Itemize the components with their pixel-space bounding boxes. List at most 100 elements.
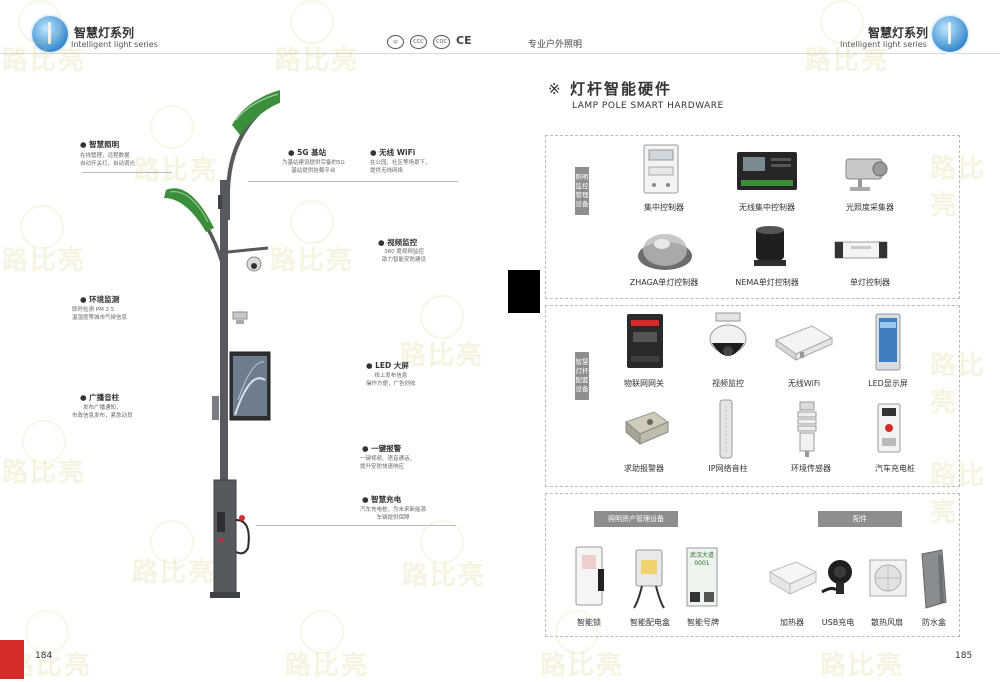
- watermark: 路比亮: [400, 341, 485, 371]
- feature-desc: 为基站建设提供完备的5G 基站提供挂载平台: [282, 160, 345, 174]
- item-label: 视频监控: [712, 379, 744, 388]
- page-tab-marker: [508, 270, 540, 313]
- feature-desc: 360 度视频监控 助力智能安防建设: [382, 249, 427, 263]
- feature-desc: 汽车充电桩，为未来新能源 车辆提供保障: [360, 507, 427, 521]
- group-label-assets: 照明资产管理设备: [594, 511, 678, 527]
- page-number-left: 184: [35, 651, 53, 661]
- nema-controller-icon: [754, 226, 786, 266]
- feature-title: ● 智慧照明: [80, 140, 120, 149]
- watermark: 路比亮: [2, 458, 87, 488]
- item-label: 集中控制器: [644, 203, 684, 212]
- item-label: 智能配电盒: [630, 618, 670, 627]
- feature-title: ● 智慧充电: [362, 495, 402, 504]
- red-page-tab: [0, 640, 24, 679]
- watermark: 路比亮: [820, 651, 905, 681]
- item-label: USB充电: [821, 618, 855, 627]
- callout-line: [248, 181, 458, 182]
- item-label: 光照度采集器: [846, 203, 894, 212]
- usb-charger-icon: [821, 560, 852, 594]
- wireless-concentrator-icon: [737, 152, 797, 190]
- item-label: 智能号牌: [687, 618, 719, 627]
- feature-desc: 发布广播通知， 市政信息发布，紧急动员: [72, 405, 133, 419]
- watermark: 路比亮: [270, 246, 355, 276]
- smart-distribution-box-icon: [633, 549, 665, 609]
- header-rule: [0, 53, 1000, 54]
- item-label: 物联网网关: [624, 379, 664, 388]
- feature-desc: 在线管理，远程数据 自动开关灯，自动调光: [80, 153, 136, 167]
- ev-charger-icon: [877, 403, 901, 453]
- item-label: 无线WiFi: [787, 379, 821, 388]
- light-sensor-icon: [845, 158, 888, 191]
- feature-title: ● 广播音柱: [80, 393, 120, 402]
- ce-icon: CE: [456, 34, 472, 47]
- item-label: 加热器: [780, 618, 804, 627]
- page-number-right: 185: [955, 651, 973, 661]
- right-header-title: 智慧灯系列: [868, 26, 929, 40]
- section-title-mark: ※: [548, 80, 561, 98]
- plate-text: 武汉大道 0001: [690, 552, 715, 567]
- item-label: 环境传感器: [791, 464, 831, 473]
- watermark-ring: [290, 0, 334, 44]
- feature-title: ● LED 大屏: [366, 361, 409, 370]
- iot-gateway-icon: [627, 314, 663, 368]
- zhaga-controller-icon: [638, 234, 692, 270]
- item-label: 智能锁: [577, 618, 601, 627]
- item-label: IP网络音柱: [708, 464, 748, 473]
- watermark: 路比亮: [402, 561, 487, 591]
- item-label: 防水盒: [922, 618, 946, 627]
- item-label: NEMA单灯控制器: [735, 278, 799, 287]
- item-label: 无线集中控制器: [739, 203, 795, 212]
- left-header-title: 智慧灯系列: [74, 26, 135, 40]
- feature-title: ● 一键报警: [362, 444, 402, 453]
- feature-desc: 一键视频、语音通话， 提升安防快速响应: [360, 456, 416, 470]
- video-camera-icon: [709, 312, 747, 356]
- watermark: 路比亮: [540, 651, 625, 681]
- assets-accessories-group: [545, 493, 960, 637]
- watermark-ring: [300, 610, 344, 654]
- feature-title: ● 5G 基站: [288, 148, 327, 157]
- section-title: 灯杆智能硬件: [570, 80, 673, 98]
- watermark-ring: [22, 420, 66, 464]
- watermark-ring: [420, 520, 464, 564]
- lighting-control-group: [545, 135, 960, 299]
- ip-speaker-icon: [719, 399, 733, 459]
- feature-desc: 在公园、社区等场景下， 提供无线网络: [370, 160, 431, 174]
- led-display-icon: [875, 313, 901, 371]
- watermark-ring: [290, 200, 334, 244]
- smart-pole-illustration: [164, 90, 280, 598]
- section-subtitle: LAMP POLE SMART HARDWARE: [572, 101, 724, 111]
- sos-alarm-icon: [625, 411, 670, 446]
- feature-desc: 即时检测 PM 2.5 温湿度等城市气候信息: [72, 307, 128, 321]
- cooling-fan-icon: [869, 559, 907, 597]
- item-label: 求助报警器: [624, 464, 664, 473]
- category-label: 专业户外照明: [528, 40, 583, 50]
- item-label: 单灯控制器: [850, 278, 890, 287]
- item-label: 散热风扇: [871, 618, 903, 627]
- item-label: 汽车充电桩: [875, 464, 915, 473]
- group-label-pole: 智慧灯杆配套设备: [575, 352, 589, 400]
- left-header-subtitle: Intelligent light series: [71, 40, 158, 49]
- watermark-ring: [820, 0, 864, 44]
- feature-title: ● 环境监测: [80, 295, 120, 304]
- brand-logo-right: [932, 16, 968, 52]
- watermark: 路比亮: [275, 46, 360, 76]
- brand-logo-left: [32, 16, 68, 52]
- callout-line: [82, 172, 172, 173]
- ccc-icon: CCC: [410, 35, 427, 49]
- smart-lock-icon: [575, 546, 604, 606]
- smart-plate-icon: [686, 547, 718, 607]
- heater-icon: [768, 561, 818, 595]
- smart-pole-device-group: [545, 305, 960, 487]
- item-label: ZHAGA单灯控制器: [629, 278, 699, 287]
- watermark-ring: [420, 295, 464, 339]
- feature-title: ● 视频监控: [378, 238, 418, 247]
- cqc-icon: CQC: [433, 35, 450, 49]
- item-label: LED显示屏: [868, 379, 908, 388]
- group-label-lighting: 照明监控管理设备: [575, 167, 589, 215]
- right-header-subtitle: Intelligent light series: [840, 40, 927, 49]
- callout-line: [256, 525, 456, 526]
- waterproof-box-icon: [921, 549, 947, 609]
- watermark-ring: [25, 610, 69, 654]
- env-sensor-icon: [797, 401, 817, 457]
- concentrator-icon: [643, 144, 679, 194]
